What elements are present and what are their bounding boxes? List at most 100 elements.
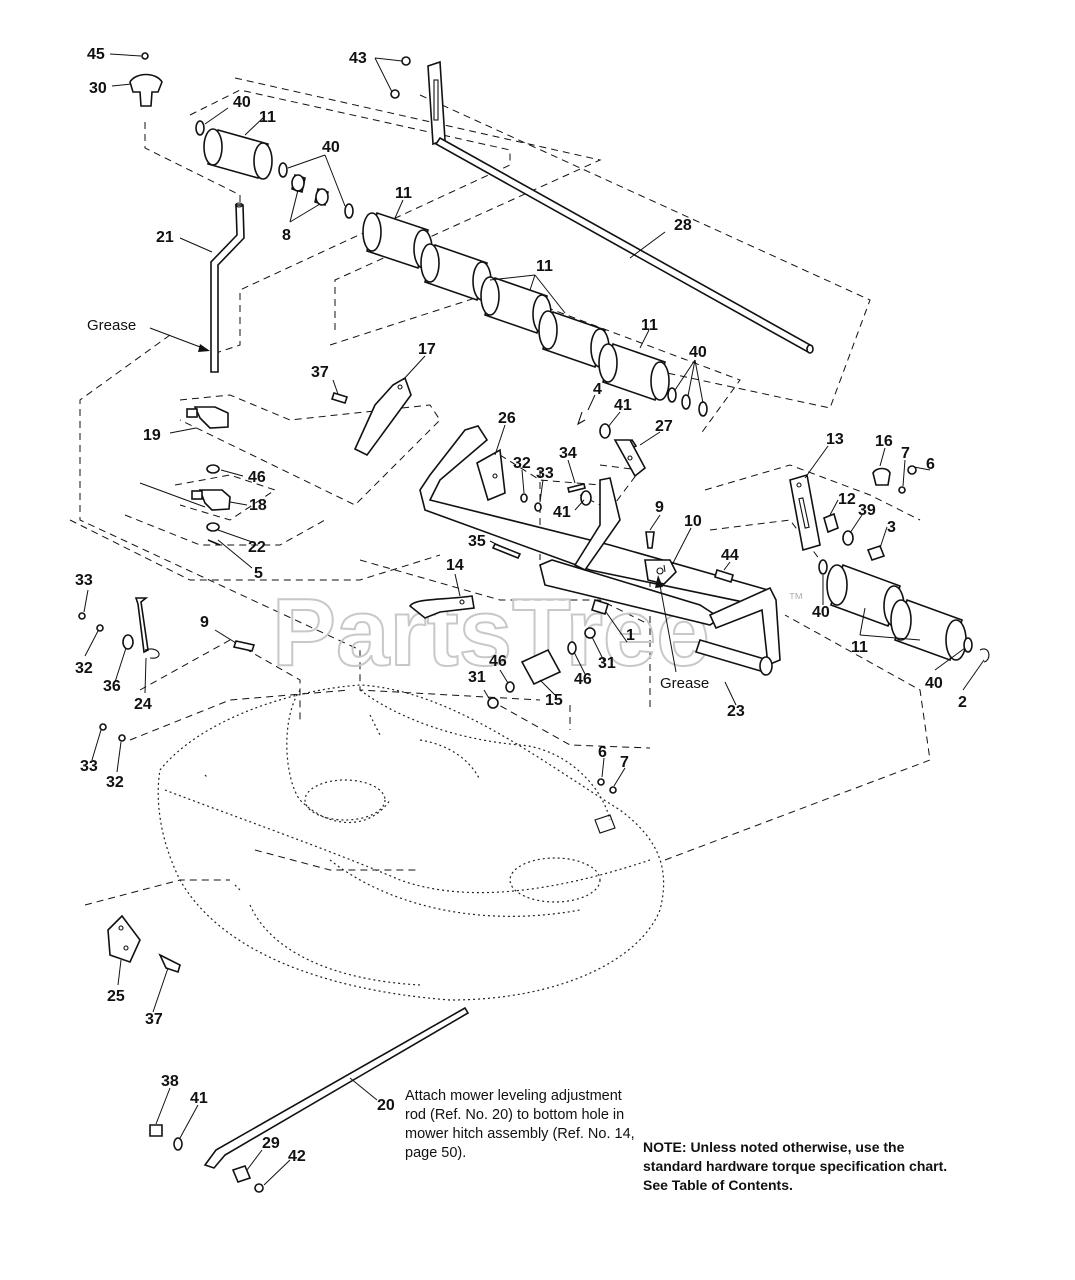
- callout-11: 11: [259, 109, 276, 126]
- callout-29: 29: [262, 1135, 280, 1152]
- small-parts-right: [714, 467, 891, 584]
- callout-7: 7: [620, 754, 629, 771]
- roller-2: [420, 243, 492, 302]
- callout-31: 31: [598, 655, 616, 672]
- bracket-17: [330, 376, 412, 457]
- bracket-15: [520, 648, 562, 686]
- rod-28: [427, 60, 814, 354]
- callout-grease-lower: Grease: [660, 675, 709, 692]
- callout-40: 40: [812, 604, 830, 621]
- callout-22: 22: [248, 539, 266, 556]
- callout-28: 28: [674, 217, 692, 234]
- callout-20: 20: [377, 1097, 395, 1114]
- callout-37: 37: [145, 1011, 163, 1028]
- roller-right-b: [890, 598, 967, 662]
- callout-40: 40: [233, 94, 251, 111]
- callout-9: 9: [200, 614, 209, 631]
- callout-41: 41: [614, 397, 632, 414]
- pins: [207, 411, 655, 652]
- callout-41: 41: [190, 1090, 208, 1107]
- callout-15: 15: [545, 692, 563, 709]
- callout-37: 37: [311, 364, 329, 381]
- callout-24: 24: [134, 696, 152, 713]
- callout-31: 31: [468, 669, 486, 686]
- callout-1: 1: [626, 627, 635, 644]
- link-24: [134, 597, 160, 659]
- callout-21: 21: [156, 229, 174, 246]
- callout-32: 32: [513, 455, 531, 472]
- callout-40: 40: [689, 344, 707, 361]
- bracket-10: [644, 559, 677, 585]
- callout-6: 6: [926, 456, 935, 473]
- callout-grease-upper: Grease: [87, 317, 136, 334]
- swivel-19: [186, 406, 229, 429]
- callout-labels: 45 30 43 40 11 40 8 11 28 21 11 Grease 1…: [75, 46, 967, 1165]
- lever-21: [210, 202, 245, 373]
- callout-35: 35: [468, 533, 486, 550]
- roller-4: [538, 310, 610, 369]
- rod-attach-note: Attach mower leveling adjustment rod (Re…: [405, 1088, 635, 1161]
- callout-23: 23: [727, 703, 745, 720]
- callout-25: 25: [107, 988, 125, 1005]
- grease-leaders: [149, 327, 677, 673]
- callout-40: 40: [322, 139, 340, 156]
- mower-deck: [157, 684, 665, 1001]
- plate-13: [789, 473, 821, 552]
- callout-33: 33: [536, 465, 554, 482]
- callout-41: 41: [553, 504, 571, 521]
- callout-27: 27: [655, 418, 673, 435]
- swivel-18: [139, 482, 231, 511]
- callout-40: 40: [925, 675, 943, 692]
- bracket-14: [408, 595, 475, 619]
- callout-18: 18: [249, 497, 267, 514]
- callout-5: 5: [254, 565, 263, 582]
- callout-leaders: [83, 53, 985, 1186]
- callout-12: 12: [838, 491, 856, 508]
- callout-3: 3: [887, 519, 896, 536]
- callout-32: 32: [106, 774, 124, 791]
- callout-10: 10: [684, 513, 702, 530]
- callout-14: 14: [446, 557, 464, 574]
- callout-46: 46: [248, 469, 266, 486]
- roller-group: [203, 128, 967, 662]
- callout-43: 43: [349, 50, 367, 67]
- roller-top-left: [203, 128, 273, 180]
- callout-11: 11: [536, 258, 553, 275]
- callout-11: 11: [851, 639, 868, 656]
- callout-42: 42: [288, 1148, 306, 1165]
- svg-text:™: ™: [788, 591, 804, 608]
- callout-13: 13: [826, 431, 844, 448]
- callout-46: 46: [574, 671, 592, 688]
- bracket-27: [613, 439, 647, 478]
- callout-16: 16: [875, 433, 893, 450]
- callout-26: 26: [498, 410, 516, 427]
- callout-32: 32: [75, 660, 93, 677]
- callout-30: 30: [89, 80, 107, 97]
- callout-9: 9: [655, 499, 664, 516]
- callout-6: 6: [598, 744, 607, 761]
- roller-5: [598, 342, 670, 402]
- callout-2: 2: [958, 694, 967, 711]
- callout-11: 11: [641, 317, 658, 334]
- callout-34: 34: [559, 445, 577, 462]
- callout-38: 38: [161, 1073, 179, 1090]
- hardware: [78, 52, 990, 1193]
- callout-33: 33: [80, 758, 98, 775]
- callout-36: 36: [103, 678, 121, 695]
- rod-20: [149, 1006, 470, 1183]
- callout-45: 45: [87, 46, 105, 63]
- knob-30: [129, 73, 163, 107]
- callout-39: 39: [858, 502, 876, 519]
- callout-4: 4: [593, 381, 602, 398]
- callout-8: 8: [282, 227, 291, 244]
- callout-17: 17: [418, 341, 436, 358]
- callout-44: 44: [721, 547, 739, 564]
- callout-33: 33: [75, 572, 93, 589]
- callout-7: 7: [901, 445, 910, 462]
- plate-25: [107, 914, 181, 974]
- shaft-assembly: [419, 425, 781, 676]
- callout-11: 11: [395, 185, 412, 202]
- torque-note: NOTE: Unless noted otherwise, use the st…: [643, 1139, 948, 1193]
- callout-46: 46: [489, 653, 507, 670]
